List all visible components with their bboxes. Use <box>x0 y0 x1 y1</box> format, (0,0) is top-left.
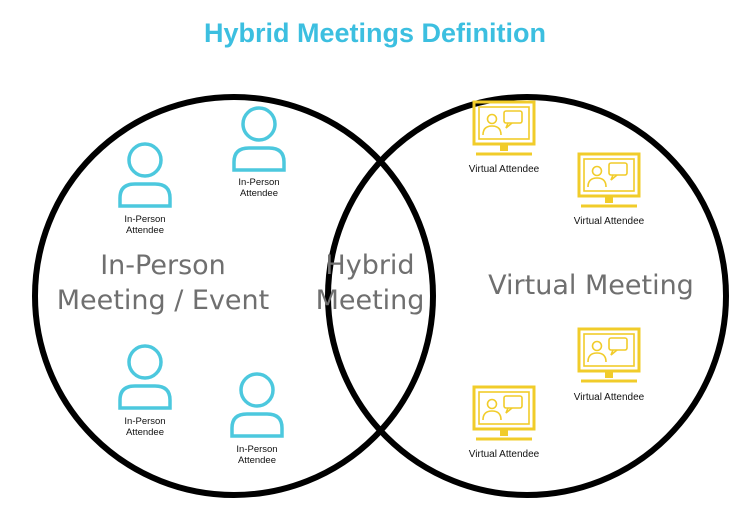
in-person-attendee-caption: In-Person Attendee <box>238 177 280 199</box>
in-person-circle <box>32 94 436 498</box>
in-person-region-label: In-Person Meeting / Event <box>48 248 278 318</box>
diagram-title: Hybrid Meetings Definition <box>203 18 546 48</box>
person-icon <box>229 104 289 178</box>
virtual-region-label: Virtual Meeting <box>480 268 702 303</box>
person-icon <box>115 140 175 214</box>
virtual-attendee-caption: Virtual Attendee <box>573 216 645 227</box>
in-person-attendee-caption: In-Person Attendee <box>124 214 166 236</box>
hybrid-label-line1: Hybrid <box>325 250 415 281</box>
video-call-monitor-icon <box>575 151 643 215</box>
in-person-attendee-caption: In-Person Attendee <box>236 444 278 466</box>
virtual-label-line1: Virtual Meeting <box>488 270 694 301</box>
virtual-circle <box>325 94 729 498</box>
person-icon <box>115 342 175 416</box>
video-call-monitor-icon <box>575 326 643 390</box>
in-person-attendee-caption: In-Person Attendee <box>124 416 166 438</box>
hybrid-label-line2: Meeting <box>315 285 425 316</box>
in-person-label-line1: In-Person <box>100 250 226 281</box>
person-icon <box>227 370 287 444</box>
virtual-attendee-caption: Virtual Attendee <box>573 392 645 403</box>
virtual-attendee-caption: Virtual Attendee <box>468 164 540 175</box>
hybrid-region-label: Hybrid Meeting <box>300 248 440 318</box>
virtual-attendee-caption: Virtual Attendee <box>468 449 540 460</box>
video-call-monitor-icon <box>470 384 538 448</box>
video-call-monitor-icon <box>470 99 538 163</box>
in-person-label-line2: Meeting / Event <box>56 285 270 316</box>
